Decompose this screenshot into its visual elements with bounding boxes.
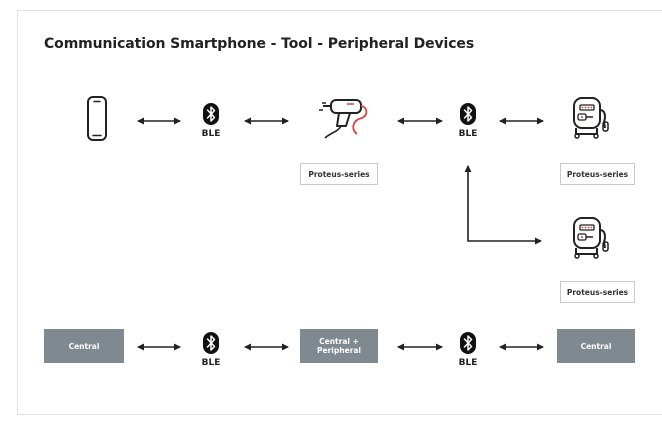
tool-label: Proteus-series xyxy=(300,163,378,185)
ble-label: BLE xyxy=(201,129,221,139)
role-central-left: Central xyxy=(44,329,124,363)
ble-label: BLE xyxy=(458,358,478,368)
role-central-peripheral: Central + Peripheral xyxy=(300,329,378,363)
smartphone-icon xyxy=(87,96,107,141)
peripheral-label: Proteus-series xyxy=(560,163,635,185)
arrow-ble-peripheral-2 xyxy=(464,165,542,245)
role-central-right: Central xyxy=(557,329,635,363)
peripheral-device-icon xyxy=(573,217,609,259)
diagram-title: Communication Smartphone - Tool - Periph… xyxy=(44,36,475,52)
bluetooth-icon xyxy=(459,331,477,355)
role-line: Peripheral xyxy=(317,346,361,355)
ble-label: BLE xyxy=(458,129,478,139)
role-line: Central + xyxy=(319,337,359,346)
bluetooth-icon xyxy=(459,102,477,126)
peripheral-device-icon xyxy=(573,97,609,139)
screwdriver-tool-icon xyxy=(319,99,368,139)
ble-label: BLE xyxy=(201,358,221,368)
bluetooth-icon xyxy=(202,331,220,355)
peripheral-label: Proteus-series xyxy=(560,281,635,303)
bluetooth-icon xyxy=(202,102,220,126)
